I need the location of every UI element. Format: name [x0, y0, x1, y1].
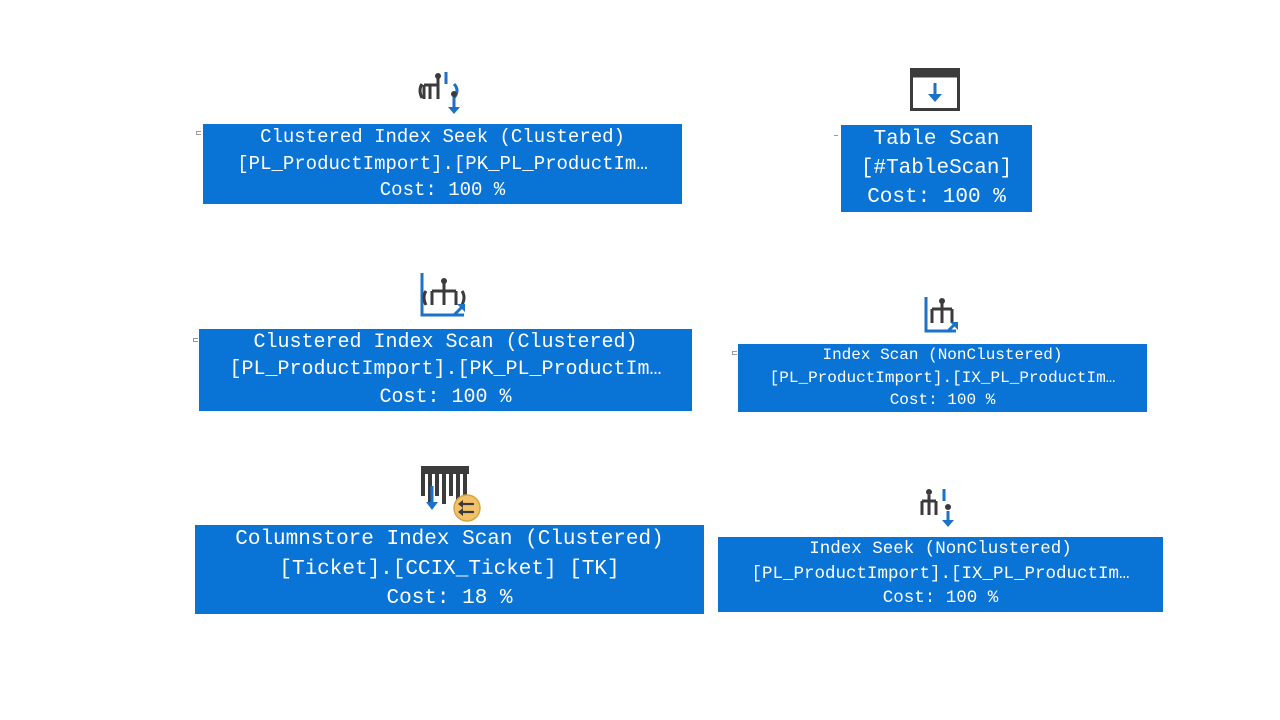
operator-cost: Cost: 18 % [386, 587, 513, 610]
operator-title: Index Seek (NonClustered) [809, 539, 1072, 559]
operator-title: Clustered Index Seek (Clustered) [260, 126, 625, 148]
operator-cost: Cost: 100 % [379, 179, 506, 201]
index-scan-icon [924, 297, 958, 333]
operator-object: [Ticket].[CCIX_Ticket] [TK] [279, 557, 620, 581]
operator-cost: Cost: 100 % [379, 385, 512, 409]
operator-cost: Cost: 100 % [882, 588, 999, 608]
operator-title: Index Scan (NonClustered) [822, 346, 1063, 364]
operator-label: Table Scan [#TableScan] Cost: 100 % [841, 125, 1032, 212]
operator-object: [PL_ProductImport].[IX_PL_ProductIm… [751, 563, 1130, 584]
operator-object: [PL_ProductImport].[PK_PL_ProductIm… [237, 152, 648, 175]
operator-label: Index Seek (NonClustered) [PL_ProductImp… [718, 537, 1163, 612]
table-scan-icon [910, 68, 960, 111]
operator-cost: Cost: 100 % [867, 186, 1006, 209]
clustered-index-scan-icon [420, 273, 466, 317]
operator-label: Index Scan (NonClustered) [PL_ProductImp… [738, 344, 1147, 412]
operator-label: Columnstore Index Scan (Clustered) [Tick… [195, 525, 704, 614]
operator-title: Table Scan [873, 128, 1000, 151]
operator-title: Columnstore Index Scan (Clustered) [235, 528, 664, 551]
index-seek-icon [920, 489, 954, 527]
operator-title: Clustered Index Scan (Clustered) [253, 331, 638, 354]
columnstore-index-scan-icon [421, 466, 481, 522]
operator-object: [PL_ProductImport].[PK_PL_ProductIm… [229, 358, 662, 382]
operator-cost: Cost: 100 % [889, 391, 996, 409]
operator-object: [#TableScan] [860, 157, 1013, 180]
clustered-index-seek-icon [418, 72, 460, 114]
operator-label: Clustered Index Scan (Clustered) [PL_Pro… [199, 329, 692, 411]
operator-label: Clustered Index Seek (Clustered) [PL_Pro… [203, 124, 682, 204]
operator-object: [PL_ProductImport].[IX_PL_ProductIm… [769, 368, 1116, 387]
